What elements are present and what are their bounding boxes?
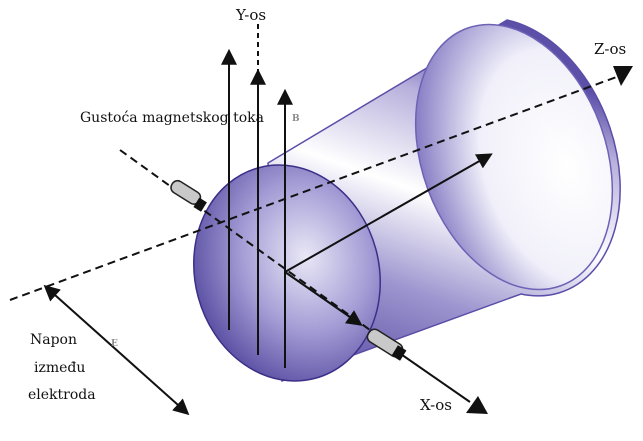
y-axis-label: Y-os xyxy=(235,6,266,24)
voltage-arrow xyxy=(43,284,190,416)
electrode-upper xyxy=(170,179,207,212)
flux-symbol-label: B xyxy=(292,114,300,124)
voltage-symbol-label: E xyxy=(111,339,118,349)
z-axis-line xyxy=(9,71,631,301)
voltage-label-line1: Napon xyxy=(30,332,77,348)
origin-to-z-vector xyxy=(284,153,493,273)
origin-to-x-vector xyxy=(284,271,363,326)
voltage-label-line3: elektroda xyxy=(28,387,96,403)
x-axis-label: X-os xyxy=(420,396,452,414)
flux-density-label: Gustoća magnetskog toka xyxy=(80,110,264,126)
cylinder-back-face xyxy=(414,23,614,291)
z-axis-label: Z-os xyxy=(594,40,626,58)
z-axis-arrowhead xyxy=(613,66,633,86)
electrode-lower xyxy=(366,328,407,361)
x-axis-arrowhead xyxy=(466,396,488,414)
voltage-label-line2: između xyxy=(34,360,85,376)
x-axis-line-outer xyxy=(394,349,471,403)
